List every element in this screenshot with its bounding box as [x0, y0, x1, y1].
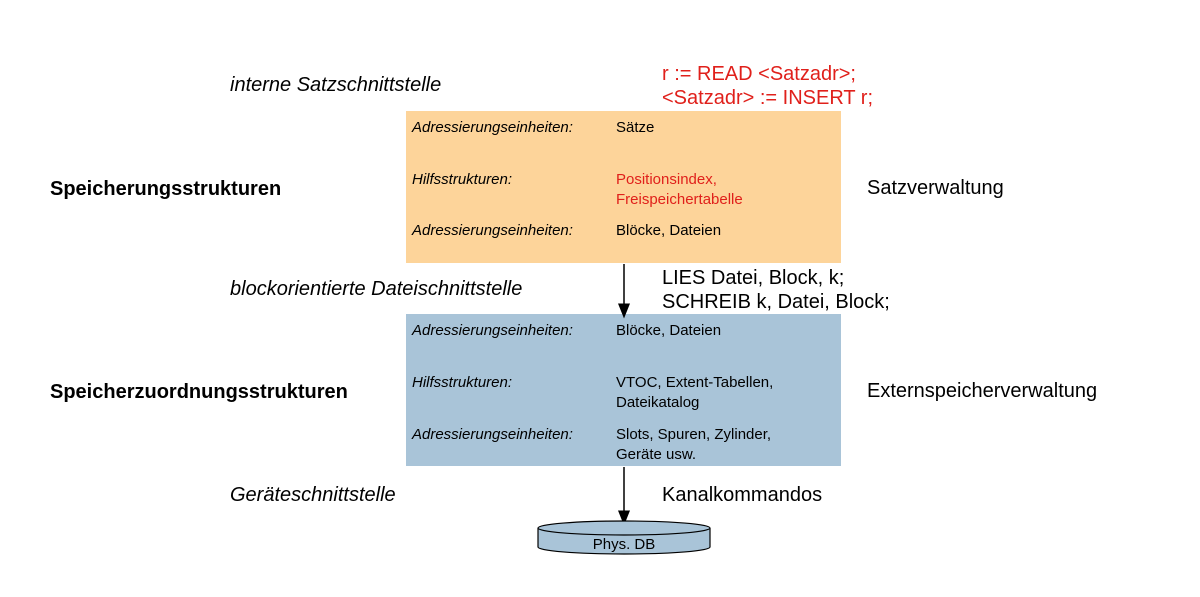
lies-command: LIES Datei, Block, k;	[662, 267, 845, 289]
row-value: Blöcke, Dateien	[616, 221, 721, 241]
value-line: Dateikatalog	[616, 394, 700, 411]
value-line: VTOC, Extent-Tabellen,	[616, 374, 774, 391]
row-label: Adressierungseinheiten:	[412, 222, 573, 239]
value-line: Sätze	[616, 119, 655, 136]
record-commands: r := READ <Satzadr>; <Satzadr> := INSERT…	[662, 62, 873, 110]
row-label: Hilfsstrukturen:	[412, 171, 513, 188]
database-cylinder-icon: Phys. DB	[537, 520, 711, 555]
allocation-structures-box: Adressierungseinheiten: Blöcke, Dateien …	[406, 314, 841, 466]
record-interface-label: interne Satzschnittstelle	[230, 74, 442, 96]
storage-structures-box: Adressierungseinheiten: Sätze Hilfsstruk…	[406, 111, 841, 263]
row-label: Hilfsstrukturen:	[412, 374, 513, 391]
value-line: Geräte usw.	[616, 446, 697, 463]
external-storage-management-label: Externspeicherverwaltung	[867, 380, 1098, 402]
block-interface-label: blockorientierte Dateischnittstelle	[230, 278, 523, 300]
value-line: Freispeichertabelle	[616, 191, 743, 208]
row-value: VTOC, Extent-Tabellen, Dateikatalog	[616, 373, 773, 413]
schreib-command: SCHREIB k, Datei, Block;	[662, 291, 890, 313]
row-value: Positionsindex, Freispeichertabelle	[616, 170, 743, 210]
value-line: Slots, Spuren, Zylinder,	[616, 426, 772, 443]
block-commands: LIES Datei, Block, k; SCHREIB k, Datei, …	[662, 266, 890, 314]
value-line: Blöcke, Dateien	[616, 222, 722, 239]
row-value: Slots, Spuren, Zylinder, Geräte usw.	[616, 425, 771, 465]
value-line: Positionsindex,	[616, 171, 717, 188]
channel-commands: Kanalkommandos	[662, 484, 823, 506]
row-label: Adressierungseinheiten:	[412, 119, 573, 136]
storage-structures-label: Speicherungsstrukturen	[50, 178, 282, 200]
allocation-structures-label: Speicherzuordnungsstrukturen	[50, 381, 348, 403]
insert-command: <Satzadr> := INSERT r;	[662, 87, 874, 109]
database-label: Phys. DB	[593, 536, 656, 553]
row-label: Adressierungseinheiten:	[412, 426, 573, 443]
read-command: r := READ <Satzadr>;	[662, 63, 856, 85]
row-value: Blöcke, Dateien	[616, 321, 721, 341]
value-line: Blöcke, Dateien	[616, 322, 722, 339]
row-value: Sätze	[616, 118, 654, 138]
record-management-label: Satzverwaltung	[867, 177, 1004, 199]
row-label: Adressierungseinheiten:	[412, 322, 573, 339]
device-interface-label: Geräteschnittstelle	[230, 484, 396, 506]
